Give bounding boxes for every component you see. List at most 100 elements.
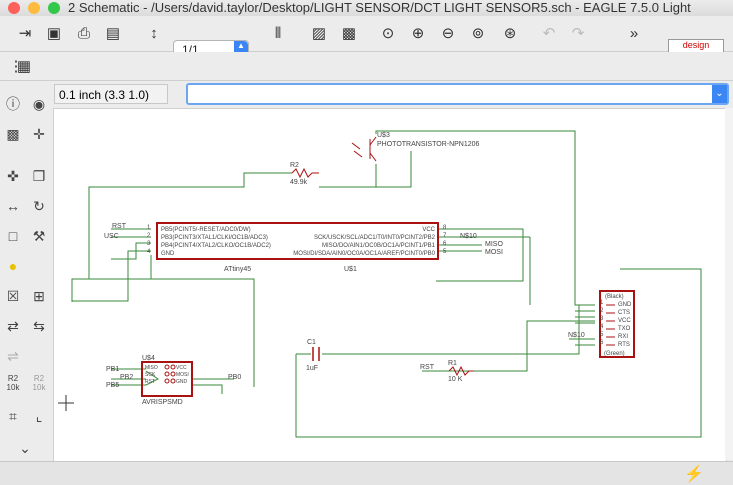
ftdi-pin-marks [606, 304, 615, 346]
schematic-canvas[interactable]: U$3 PHOTOTRANSISTOR-NPN1206 R2 49.9k PB5… [53, 108, 727, 462]
ftdi-num-4: 4 [600, 324, 604, 330]
u3-value: PHOTOTRANSISTOR-NPN1206 [377, 141, 480, 148]
more-icon[interactable]: » [629, 24, 639, 42]
net-mosi: MOSI [485, 249, 503, 256]
u3-name: U$3 [377, 132, 390, 139]
expand-more-icon[interactable]: ⌄ [19, 439, 31, 456]
show-icon[interactable]: ◉ [32, 95, 46, 112]
vertical-scrollbar[interactable] [725, 108, 733, 460]
main-toolbar: ⇥ ▣ ⎙ ▤ ↕ 1/1 ▲▼ ⫴ ▨ ▩ ⊙ ⊕ ⊖ ⊚ ⊛ ↶ ↷ » d… [0, 17, 733, 65]
open-icon[interactable]: ⇥ [18, 25, 32, 42]
save-icon[interactable]: ▣ [46, 25, 62, 42]
replace-icon[interactable]: ⇆ [33, 317, 45, 334]
nets [71, 130, 702, 438]
delete-icon[interactable]: ☒ [6, 287, 20, 304]
c1-value: 1uF [306, 365, 318, 372]
display-icon[interactable]: ▩ [6, 125, 20, 142]
crosshair-cursor [58, 395, 74, 411]
value-label: 10k [6, 383, 20, 392]
undo-icon[interactable]: ↶ [542, 25, 556, 42]
ftdi-pin-1: GND [618, 302, 632, 308]
r2-symbol[interactable] [291, 167, 319, 179]
secondary-toolbar: ⋮ ▦ [0, 52, 733, 81]
lightning-icon[interactable]: ⚡ [684, 466, 704, 483]
zoom-fit-icon[interactable]: ⊙ [381, 25, 395, 42]
smash-icon[interactable]: ⌗ [9, 407, 17, 424]
zoom-select-icon[interactable]: ⊛ [503, 25, 517, 42]
sidebar-toggle-icon[interactable]: ⋮ [8, 58, 24, 75]
ftdi-pins: GND CTS VCC TXO RXI RTS 1 2 3 4 5 6 [600, 300, 632, 348]
cam-icon[interactable]: ▤ [105, 25, 121, 42]
zoom-out-icon[interactable]: ⊖ [441, 25, 455, 42]
command-input[interactable]: ⌄ [186, 83, 729, 105]
ftdi-pin-5: RXI [618, 334, 628, 340]
ftdi-body[interactable] [599, 290, 635, 358]
u1-num-1: 1 [147, 225, 151, 231]
zoom-window-button[interactable] [48, 2, 60, 14]
c1-name: C1 [307, 339, 316, 346]
u1-num-5: 5 [443, 249, 447, 255]
phototransistor-symbol[interactable] [351, 136, 377, 162]
paste-icon[interactable]: ● [8, 258, 18, 274]
ftdi-pin-4: TXO [618, 326, 631, 332]
minimize-window-button[interactable] [28, 2, 40, 14]
window-title: 2 Schematic - /Users/david.taylor/Deskto… [68, 0, 691, 15]
zoom-in-icon[interactable]: ⊕ [411, 25, 425, 42]
c1-symbol[interactable] [312, 347, 320, 361]
u1-pin-numbers: 1 2 3 4 8 7 6 5 [147, 225, 447, 255]
scr-icon[interactable]: ▨ [311, 25, 327, 42]
name-button[interactable]: R2 10k [2, 372, 24, 394]
r1-symbol[interactable] [448, 365, 474, 377]
u4-body[interactable] [141, 361, 193, 397]
board-icon[interactable]: ▩ [341, 25, 357, 42]
net-pb2: PB2 [120, 374, 133, 381]
ftdi-top: (Black) [605, 294, 624, 300]
u4-left-3: RST [145, 379, 155, 385]
print-icon[interactable]: ⎙ [77, 24, 90, 42]
ftdi-net: N$10 [568, 332, 585, 339]
copy-icon[interactable]: ❐ [32, 167, 46, 184]
u4-right-3: GND [176, 379, 188, 385]
ftdi-pin-3: VCC [618, 318, 631, 324]
u4-left-1: MISO [145, 365, 158, 371]
net-pb0: PB0 [228, 374, 241, 381]
miter-icon[interactable]: ⌞ [35, 407, 43, 424]
r2-value: 49.9k [290, 179, 308, 186]
pinswap-icon[interactable]: ⇄ [7, 317, 19, 334]
ftdi-num-5: 5 [600, 332, 604, 338]
u1-num-8: 8 [443, 225, 447, 231]
grid-display[interactable]: 0.1 inch (3.3 1.0) [54, 84, 168, 104]
tool-sidebar: ⓘ ◉ ▩ ✛ ✜ ❐ ↔ ↻ □ ⚒ ● ☒ ⊞ ⇄ ⇆ ⇌ R2 10k R… [0, 87, 52, 459]
u1-left-pin-4: GND [161, 251, 175, 257]
ftdi-bottom: (Green) [604, 351, 625, 357]
group-icon[interactable]: □ [8, 228, 18, 244]
add-icon[interactable]: ⊞ [33, 287, 45, 304]
info-icon[interactable]: ⓘ [6, 96, 20, 112]
r1-value: 10 K [448, 376, 463, 383]
mirror-icon[interactable]: ↔ [6, 198, 20, 214]
chevron-down-icon[interactable]: ⌄ [712, 85, 727, 103]
value-button[interactable]: R2 10k [28, 372, 50, 394]
u1-body[interactable] [156, 222, 439, 260]
u1-num-6: 6 [443, 241, 447, 247]
change-icon[interactable]: ⚒ [32, 227, 46, 244]
zoom-redraw-icon[interactable]: ⊚ [471, 25, 485, 42]
mark-icon[interactable]: ✛ [33, 125, 45, 142]
redo-icon[interactable]: ↷ [571, 25, 585, 42]
u1-value: ATtiny45 [224, 266, 251, 273]
ftdi-num-6: 6 [600, 340, 604, 346]
u1-num-7: 7 [443, 233, 447, 239]
rotate-icon[interactable]: ↻ [33, 197, 45, 214]
gateswap-icon[interactable]: ⇌ [7, 347, 19, 364]
u1-left-pin-2: PB3(PCINT3/XTAL1/CLKI/OC1B/ADC3) [161, 235, 268, 241]
ulp-icon[interactable]: ⫴ [274, 24, 282, 42]
move-icon[interactable]: ✜ [7, 167, 19, 184]
u1-right-pin-5: MOSI/DI/SDA/AIN0/OC0A/OC1A/AREF/PCINT0/P… [293, 251, 435, 257]
net-ns10: N$10 [460, 233, 477, 240]
ftdi-num-1: 1 [600, 300, 604, 306]
ftdi-num-3: 3 [600, 316, 604, 322]
grid-icon[interactable]: ▦ [16, 58, 32, 75]
sheet-icon[interactable]: ↕ [150, 24, 158, 42]
r2-name: R2 [290, 162, 299, 169]
close-window-button[interactable] [8, 2, 20, 14]
